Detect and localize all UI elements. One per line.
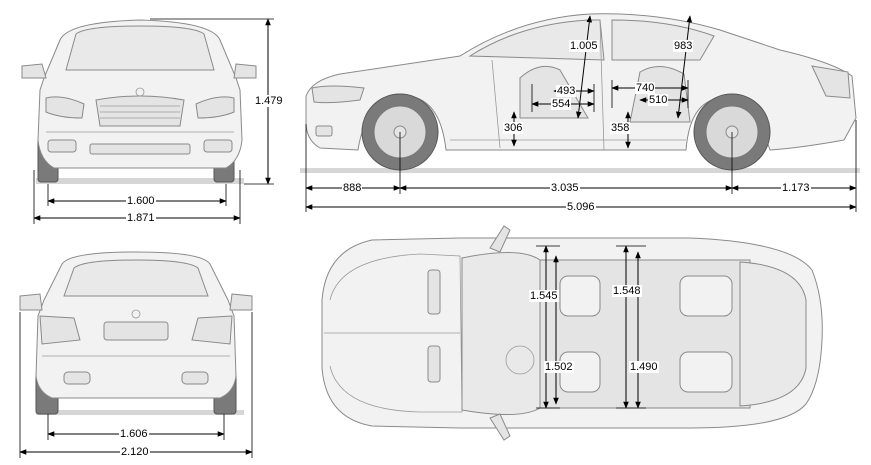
front-shoulder-label: 1.545 [529,290,559,302]
top-windshield [461,252,541,416]
side-taillight [811,65,851,99]
rear-window [63,259,209,297]
front-left-mirror [21,63,47,79]
front-seat-a-label: 493 [556,85,577,97]
side-headlight [311,85,365,104]
top-view [321,225,823,441]
overall-length-label: 5.096 [566,201,596,213]
front-headroom-dimension [575,15,593,119]
front-windshield [65,25,215,71]
rear-left-taillight [39,315,81,345]
front-elbow-label: 1.502 [544,361,574,373]
vehicle-height-label: 1.479 [254,95,284,107]
wheelbase-label: 3.035 [550,182,580,194]
rear-overhang-label: 1.173 [781,182,811,194]
front-floor-label: 306 [503,122,524,134]
front-grille [95,95,185,127]
front-left-headlight [45,96,85,119]
rear-floor-label: 358 [610,122,631,134]
side-view [300,13,860,212]
front-seat-b-label: 554 [551,98,572,110]
rear-headroom-label: 983 [673,40,694,52]
rear-right-mirror [229,293,253,311]
top-right-mirror [489,413,511,441]
rear-seat-a-label: 740 [635,82,656,94]
rear-shoulder-label: 1.548 [612,285,642,297]
top-left-mirror [489,225,511,253]
front-headroom-label: 1.005 [569,40,599,52]
front-view [21,18,274,224]
front-overall-width-label: 1.871 [126,212,156,224]
front-right-mirror [233,63,257,79]
front-overhang-label: 888 [342,182,363,194]
front-right-headlight [195,96,235,119]
rear-left-mirror [19,293,43,311]
top-rear-window [739,261,807,407]
front-track-label: 1.600 [126,195,156,207]
rear-right-taillight [191,315,233,345]
rear-seat-b-label: 510 [648,94,669,106]
rear-track-label: 1.606 [119,428,149,440]
rear-view [19,251,253,458]
overall-width-mirrors-label: 2.120 [120,446,150,458]
licence-plate-area [103,321,169,341]
rear-elbow-label: 1.490 [629,361,659,373]
